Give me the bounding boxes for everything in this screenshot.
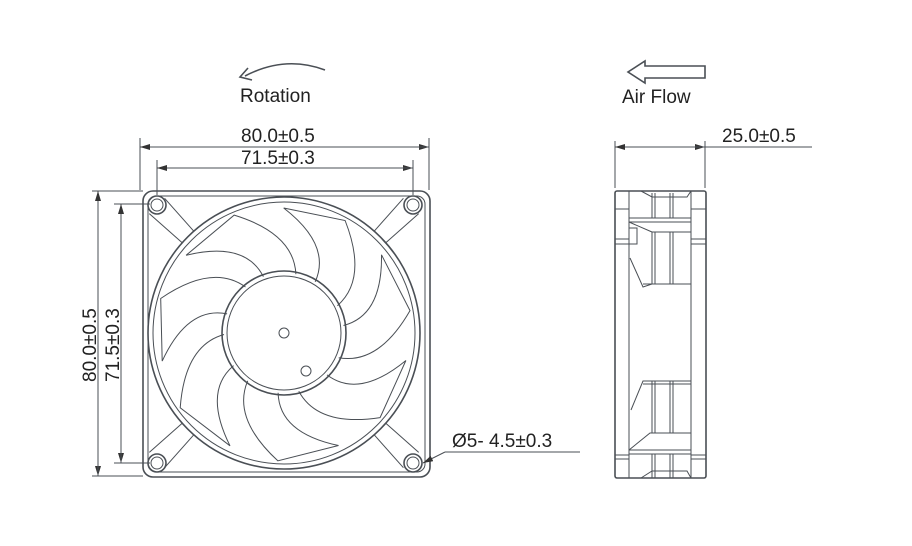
fan-blade bbox=[338, 254, 411, 360]
rotation-arrow-icon bbox=[238, 62, 326, 81]
rotation-label: Rotation bbox=[240, 86, 311, 107]
fan-blade bbox=[283, 207, 356, 307]
air-flow-label: Air Flow bbox=[622, 87, 691, 108]
frame-strut bbox=[148, 213, 183, 244]
depth-dimension bbox=[614, 141, 812, 188]
hole-diameter-leader bbox=[422, 451, 580, 464]
fan-blade bbox=[179, 334, 234, 447]
fan-blade bbox=[243, 380, 339, 462]
outer-height-label: 80.0±0.5 bbox=[80, 308, 101, 382]
frame-strut bbox=[373, 197, 404, 232]
frame-strut bbox=[373, 434, 404, 469]
frame-strut bbox=[385, 422, 420, 453]
fan-front-view bbox=[142, 190, 431, 478]
fan-blade bbox=[185, 214, 297, 277]
frame-strut bbox=[164, 434, 195, 469]
hole-spacing-height-dimension bbox=[114, 203, 150, 464]
hole-diameter-label: Ø5- 4.5±0.3 bbox=[452, 431, 552, 452]
mounting-hole-icon bbox=[147, 195, 167, 215]
mounting-hole-icon bbox=[147, 453, 167, 473]
mounting-hole-icon bbox=[403, 453, 423, 473]
frame-strut bbox=[164, 197, 195, 232]
frame-strut bbox=[148, 422, 183, 453]
hole-spacing-width-dimension bbox=[156, 160, 414, 195]
fan-blade bbox=[298, 360, 407, 421]
hole-spacing-height-label: 71.5±0.3 bbox=[103, 308, 124, 382]
fan-side-view bbox=[614, 190, 707, 479]
depth-label: 25.0±0.5 bbox=[722, 126, 796, 147]
outer-width-label: 80.0±0.5 bbox=[241, 126, 315, 147]
frame-strut bbox=[385, 213, 420, 244]
outer-height-dimension bbox=[92, 190, 143, 477]
air-flow-arrow-icon bbox=[626, 59, 706, 85]
outer-width-dimension bbox=[139, 138, 430, 190]
hole-spacing-width-label: 71.5±0.3 bbox=[241, 148, 315, 169]
fan-blade bbox=[160, 276, 246, 362]
mounting-hole-icon bbox=[403, 195, 423, 215]
